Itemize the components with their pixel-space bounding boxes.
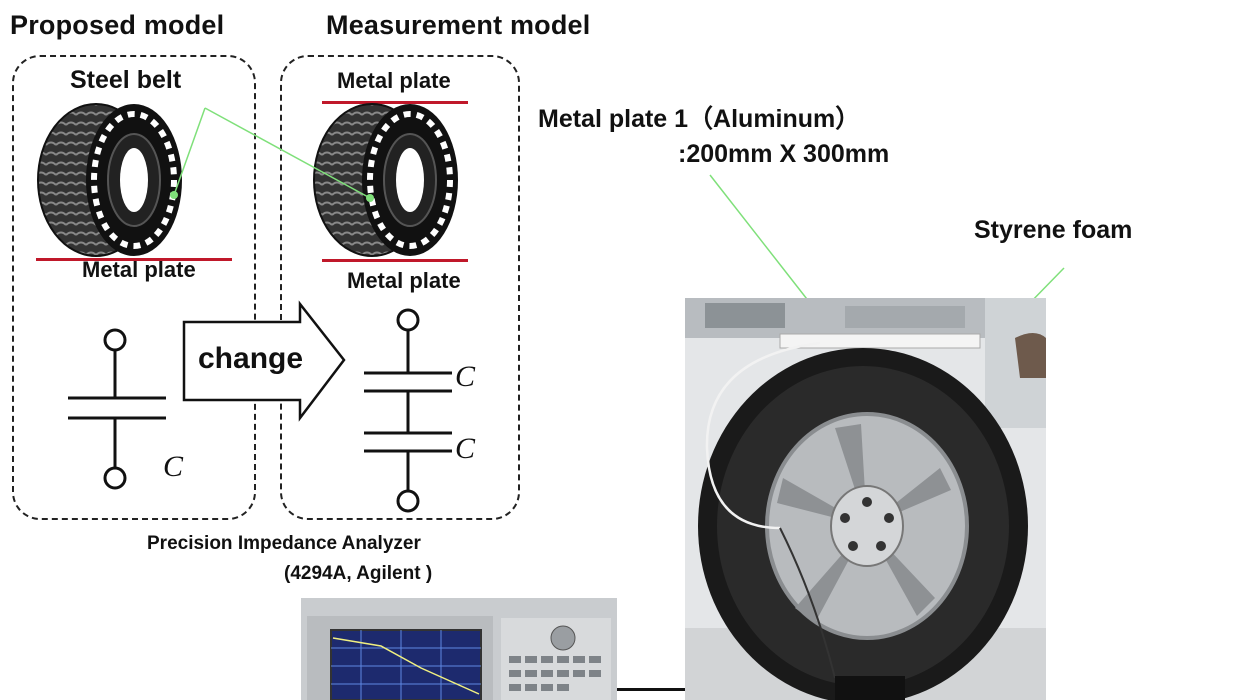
metal-plate-1-label: Metal plate 1（Aluminum）: [538, 105, 861, 133]
steel-belt-label: Steel belt: [70, 66, 182, 94]
top-plate-line: [322, 101, 468, 104]
change-arrow: [182, 300, 346, 422]
metal-plate-size-label: :200mm X 300mm: [678, 140, 890, 168]
capacitance-label: C: [163, 450, 184, 483]
series-capacitor-symbol: [364, 308, 452, 513]
capacitance-label-2: C: [455, 432, 476, 465]
tire-icon: [313, 103, 458, 257]
analyzer-label: Precision Impedance Analyzer: [147, 533, 421, 554]
bottom-metal-plate-label: Metal plate: [347, 268, 461, 293]
change-label: change: [198, 342, 304, 375]
analyzer-model-label: (4294A, Agilent ): [284, 563, 433, 584]
measurement-model-title: Measurement model: [326, 10, 591, 40]
proposed-model-box: [12, 55, 256, 520]
impedance-analyzer-photo: [301, 598, 617, 700]
capacitance-label-1: C: [455, 360, 476, 393]
styrene-foam-label: Styrene foam: [974, 216, 1133, 244]
left-metal-plate-label: Metal plate: [82, 257, 196, 282]
top-metal-plate-label: Metal plate: [337, 68, 451, 93]
tire-icon: [37, 103, 182, 257]
left-bottom-plate-line: [36, 258, 232, 261]
middle-bottom-plate-line: [322, 259, 468, 262]
capacitor-symbol: [68, 328, 166, 490]
proposed-model-title: Proposed model: [10, 10, 225, 40]
measurement-model-box: [280, 55, 520, 520]
analyzer-cable: [617, 688, 685, 691]
tire-measurement-photo: [685, 298, 1046, 700]
